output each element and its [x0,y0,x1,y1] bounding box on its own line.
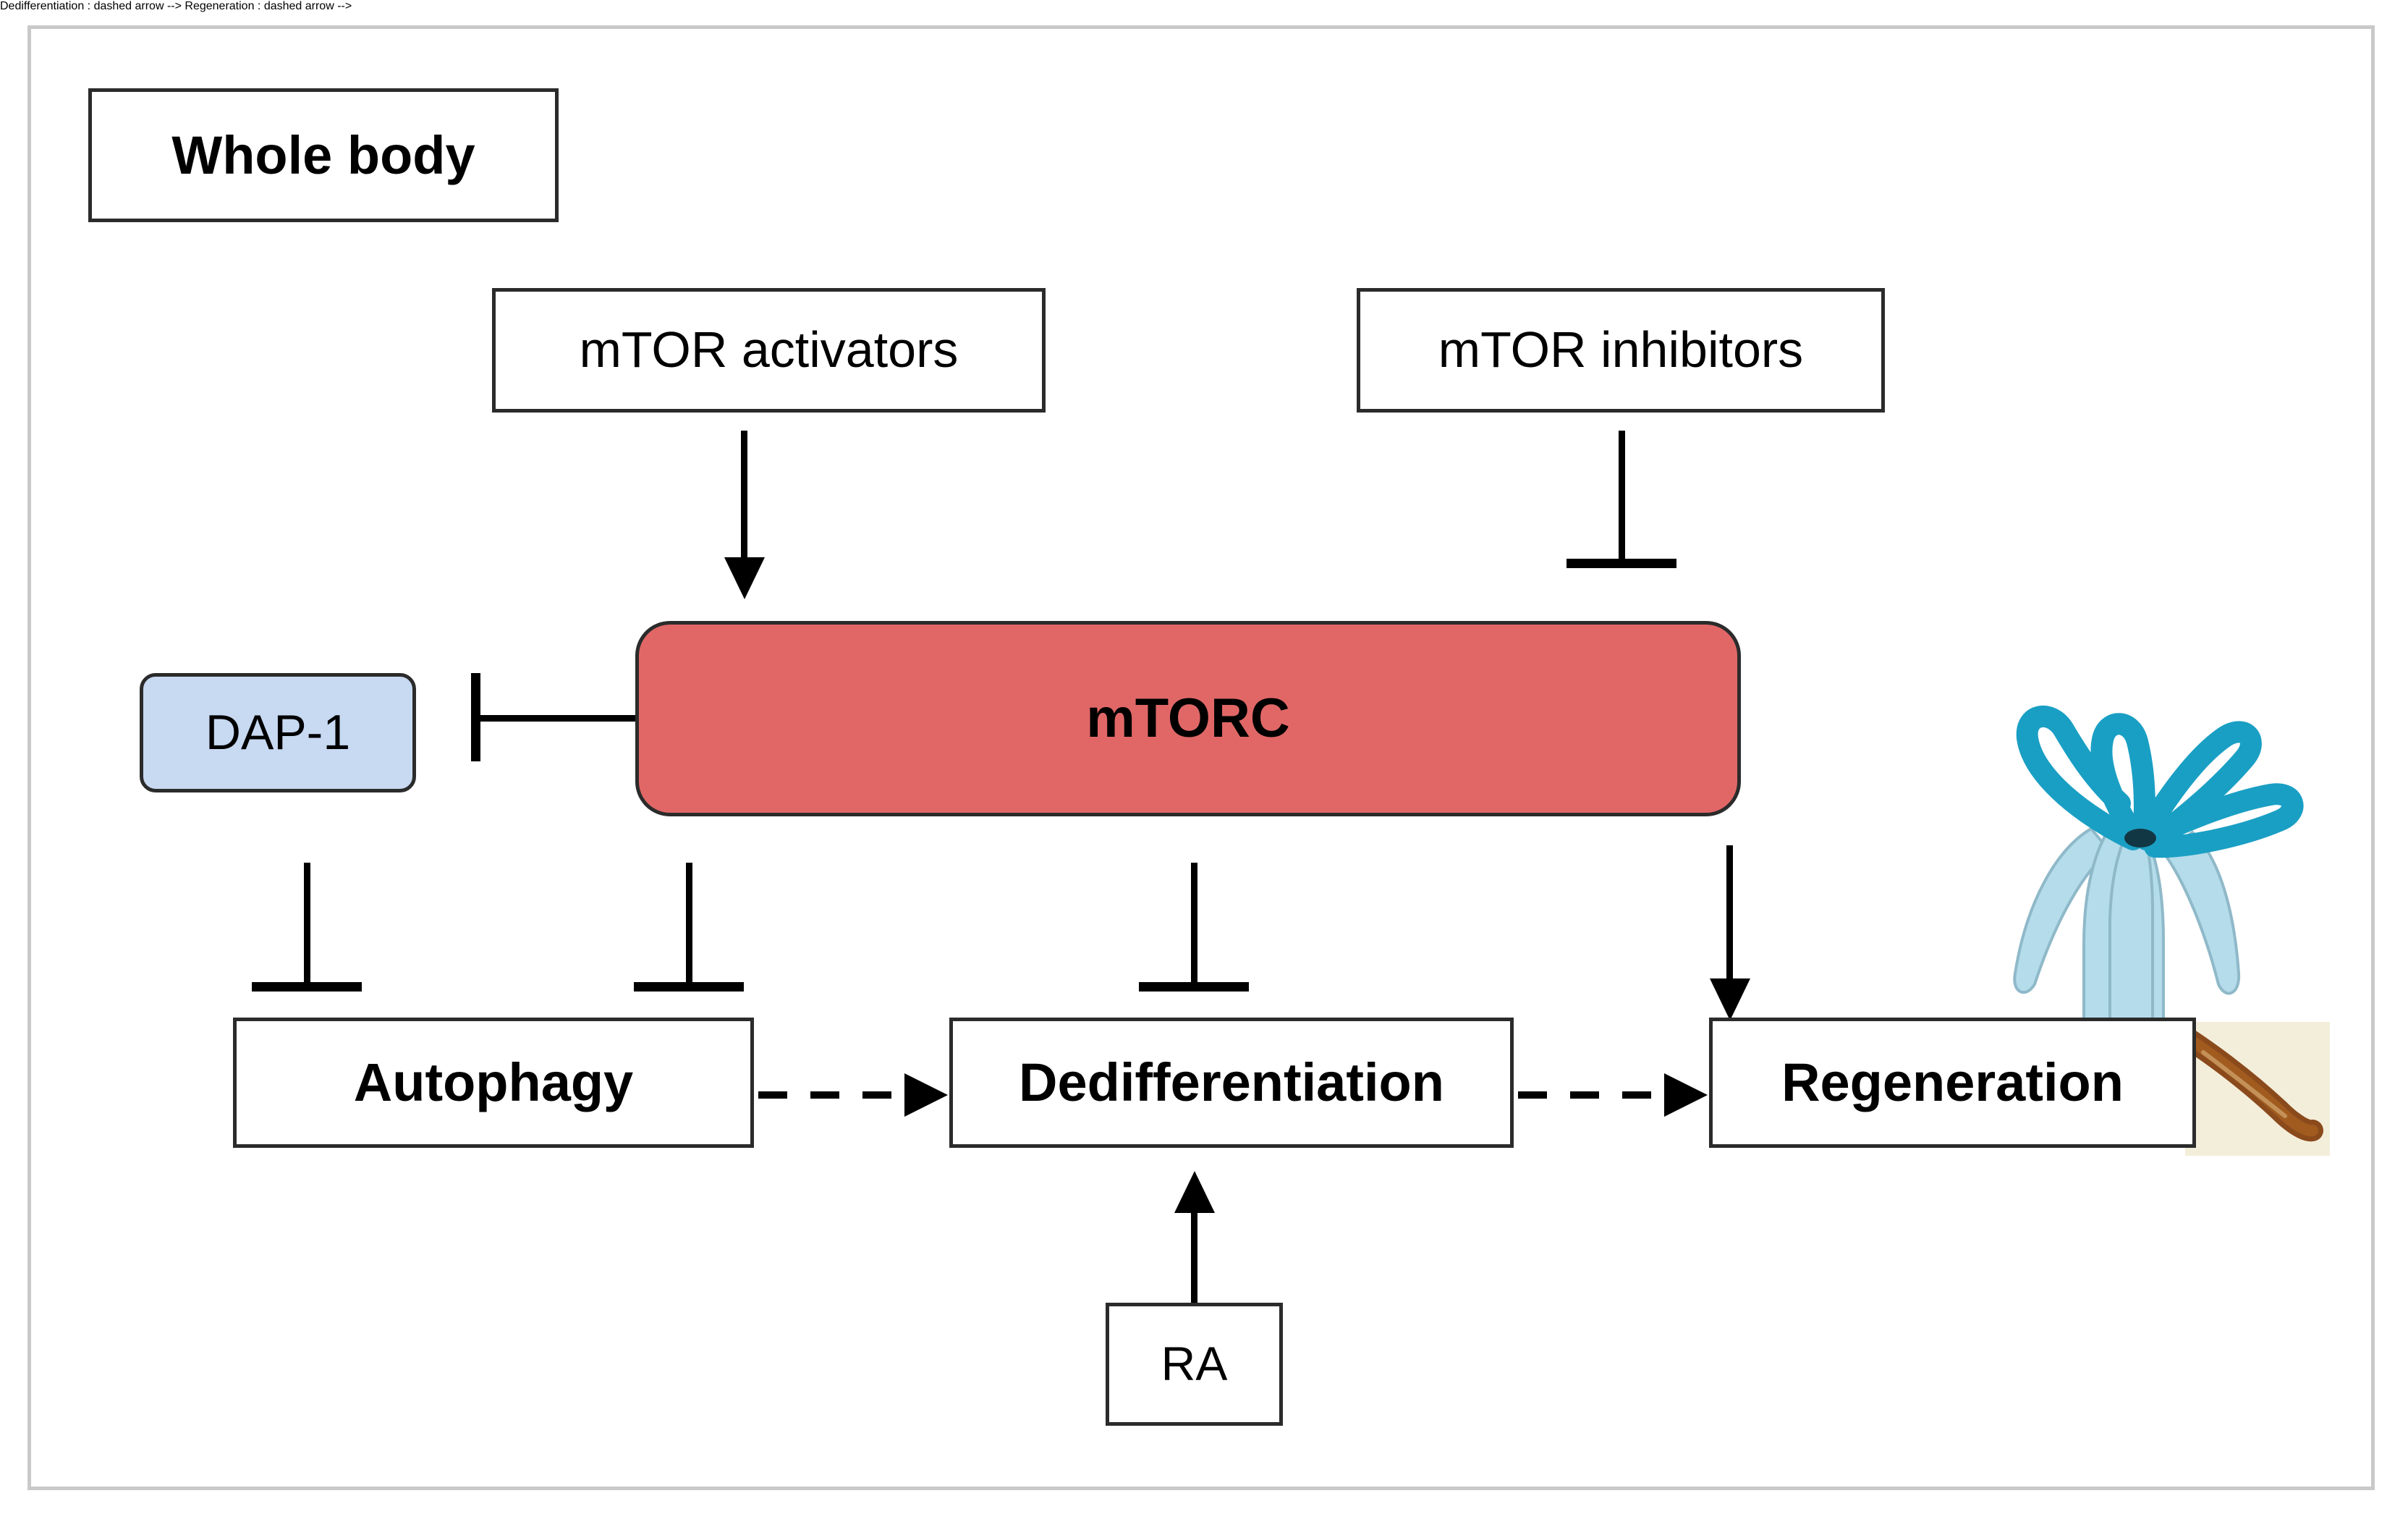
node-whole-body: Whole body [88,88,559,222]
hydra-arm-left [2013,826,2111,994]
hydra-tentacle-3 [2132,721,2262,847]
hydra-illustration [2013,706,2304,1058]
hydra-arm-right [2161,830,2241,995]
edge-line-dashed [1518,1091,1670,1099]
planarian-body-midtone [2185,1029,2318,1137]
inhibition-tbar-icon [471,673,480,761]
planarian-image [2185,1022,2330,1156]
node-autophagy: Autophagy [233,1018,754,1148]
edge-line-dashed [758,1091,910,1099]
inhibition-tbar-icon [252,982,362,992]
planarian-photograph [2185,1022,2330,1156]
planarian-gut-stripe [2201,1050,2287,1118]
inhibition-tbar-icon [1139,982,1249,992]
arrowhead-right-icon [1664,1073,1708,1117]
arrowhead-down-icon [1710,978,1750,1020]
inhibition-tbar-icon [1567,559,1676,568]
hydra-tentacle-1 [2016,706,2144,850]
edge-line [304,863,310,989]
node-dedifferentiation: Dedifferentiation [949,1018,1514,1148]
edge-line [1619,431,1625,565]
edge-line [1726,845,1733,986]
arrowhead-down-icon [724,557,765,599]
arrowhead-up-icon [1174,1171,1215,1213]
node-mtor-activators: mTOR activators [492,288,1046,413]
arrowhead-right-icon [904,1073,948,1117]
hydra-hypostome [2124,829,2156,847]
inhibition-tbar-icon [634,982,744,992]
edge-line [741,431,747,565]
node-mtor-inhibitors: mTOR inhibitors [1357,288,1885,413]
edge-line [1191,863,1197,989]
node-mtorc: mTORC [635,621,1741,816]
hydra-tentacle-2 [2090,713,2155,849]
node-regeneration: Regeneration [1709,1018,2196,1148]
edge-line [1191,1211,1197,1319]
edge-line [686,863,692,989]
edge-line [478,715,635,722]
node-ra: RA [1106,1303,1283,1426]
node-dap1: DAP-1 [140,673,416,792]
hydra-tentacle-4 [2135,783,2304,858]
